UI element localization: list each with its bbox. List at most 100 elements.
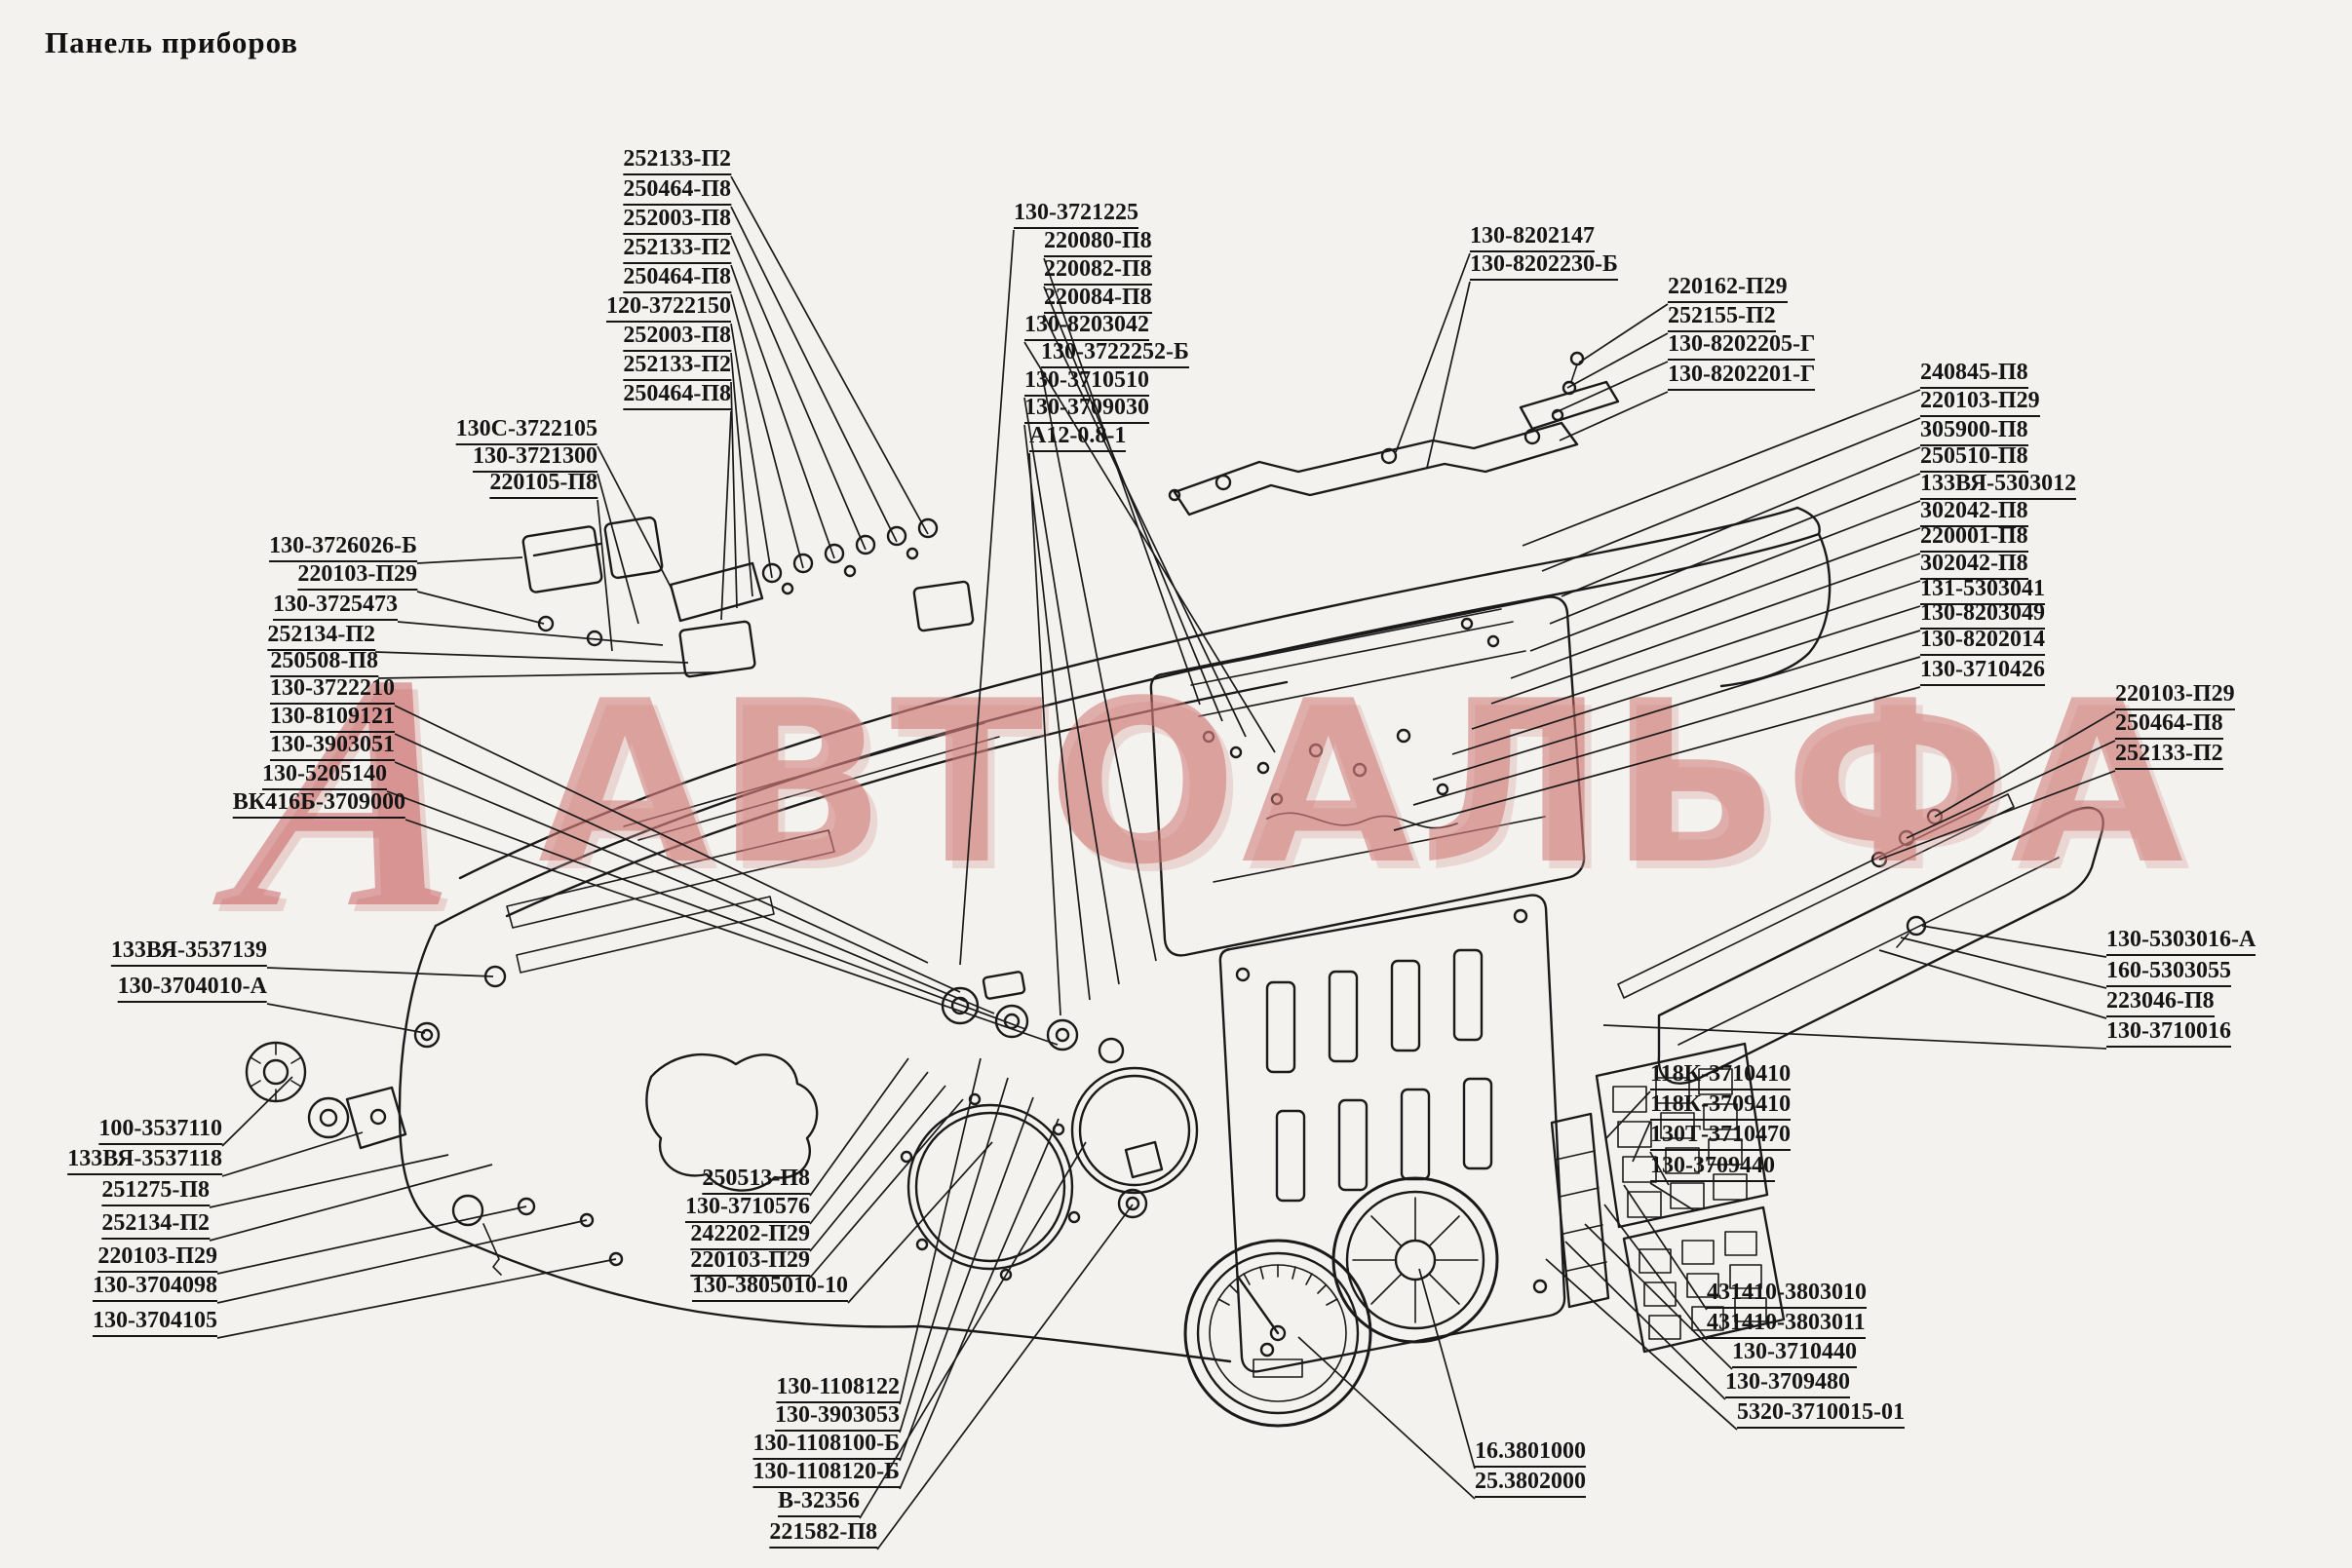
part-label: 252133-П2	[2115, 741, 2223, 770]
part-label: 130-3722210	[270, 675, 395, 705]
leader-line	[809, 1057, 909, 1197]
leader-line	[394, 761, 995, 1014]
leader-line	[730, 175, 929, 535]
part-label: 220103-П29	[97, 1243, 217, 1273]
leader-line	[394, 705, 929, 964]
part-label: 250464-П8	[2115, 710, 2223, 740]
leader-line	[899, 1096, 1034, 1462]
leader-line	[1545, 1258, 1738, 1431]
part-label: 252003-П8	[623, 323, 731, 352]
leader-line	[1043, 257, 1201, 706]
leader-line	[1040, 368, 1157, 962]
part-label: 240845-П8	[1920, 360, 2028, 389]
part-label: 130-3704098	[93, 1273, 217, 1302]
leader-line	[1564, 1241, 1726, 1400]
leader-line	[1878, 949, 2107, 1019]
leader-line	[266, 967, 494, 977]
part-label: 130-3721300	[473, 443, 598, 473]
cluster-plate	[1218, 894, 1566, 1373]
part-label: 220084-П8	[1044, 285, 1152, 314]
leader-line	[1023, 397, 1120, 985]
part-label: 130-3710426	[1920, 657, 2045, 686]
part-label: 252133-П2	[623, 235, 731, 264]
page-title: Панель приборов	[45, 25, 299, 59]
part-label: 252155-П2	[1668, 303, 1776, 332]
leader-line	[847, 1141, 993, 1304]
leader-line	[1566, 332, 1669, 389]
leader-line	[1471, 580, 1921, 730]
part-label: 220103-П29	[297, 561, 417, 591]
part-label: 130-3710510	[1024, 367, 1149, 397]
leader-line	[1561, 446, 1921, 597]
leader-line	[1900, 937, 2107, 989]
part-label: 130-3722252-Б	[1041, 339, 1189, 368]
leader-line	[1529, 500, 1921, 652]
part-label: 130С-3722105	[455, 416, 598, 445]
part-label: 118К-3710410	[1650, 1061, 1792, 1090]
part-label: 130-8202205-Г	[1668, 331, 1816, 361]
part-label: 220103-П29	[1920, 388, 2040, 417]
part-label: 431410-3803011	[1707, 1310, 1866, 1339]
leader-line	[597, 473, 639, 625]
part-label: 130-3709030	[1024, 395, 1149, 424]
leader-line	[1605, 1090, 1651, 1139]
part-label: 220105-П8	[489, 470, 598, 499]
steering-cutout	[645, 1052, 819, 1192]
part-label: 221582-П8	[769, 1519, 877, 1549]
leader-line	[386, 790, 1026, 1030]
part-label: 130-3710576	[685, 1194, 810, 1223]
part-label: В-32356	[778, 1488, 860, 1517]
leader-line	[730, 206, 898, 543]
part-label: 252134-П2	[267, 622, 375, 651]
leader-line	[899, 1057, 982, 1405]
leader-line	[730, 235, 867, 551]
gauge-openings	[900, 1066, 1199, 1281]
part-label: 250513-П8	[702, 1166, 810, 1195]
leader-line	[1602, 1024, 2107, 1050]
leader-line	[394, 733, 961, 993]
leader-line	[1584, 1223, 1733, 1370]
leader-line	[720, 410, 732, 621]
part-label: 252133-П2	[623, 352, 731, 381]
leader-line	[1043, 286, 1223, 722]
leader-line	[405, 819, 1059, 1046]
part-label: 250464-П8	[623, 381, 731, 410]
part-label: 160-5303055	[2106, 958, 2231, 987]
leader-line	[377, 671, 718, 679]
top-bracket	[1173, 421, 1579, 516]
leader-line	[1395, 252, 1471, 453]
leader-line	[1921, 925, 2107, 958]
part-label: 130-3903053	[775, 1402, 900, 1432]
part-label: 130-3726026-Б	[269, 533, 417, 562]
part-label: 302042-П8	[1920, 551, 2028, 580]
leader-line	[266, 1003, 426, 1034]
part-label: 130-3725473	[273, 592, 398, 621]
part-label: 130-5303016-А	[2106, 927, 2256, 956]
right-top-bracket	[1519, 351, 1620, 431]
leader-line	[1553, 361, 1669, 414]
leader-line	[416, 556, 523, 564]
part-label: 5320-3710015-01	[1737, 1399, 1905, 1429]
leader-line	[416, 591, 545, 625]
part-label: 130-3704010-А	[117, 974, 267, 1003]
part-label: 223046-П8	[2106, 988, 2215, 1017]
part-label: 130-1108122	[776, 1374, 900, 1403]
leader-line	[1603, 1204, 1708, 1341]
part-label: 133ВЯ-3537139	[110, 937, 267, 967]
part-label: 100-3537110	[98, 1116, 222, 1145]
part-label: 220001-П8	[1920, 523, 2028, 553]
leader-line	[1522, 389, 1921, 547]
leader-line	[899, 1077, 1009, 1434]
dashboard-outline	[398, 506, 1831, 1363]
part-label: 130-3805010-10	[692, 1273, 848, 1302]
leader-line	[221, 1076, 293, 1147]
part-label: 220103-П29	[2115, 681, 2235, 710]
leader-line	[1043, 314, 1247, 738]
leader-line	[216, 1219, 588, 1304]
part-label: 130-1108100-Б	[752, 1431, 900, 1460]
leader-line	[730, 323, 773, 579]
part-label: 16.3801000	[1475, 1438, 1586, 1468]
